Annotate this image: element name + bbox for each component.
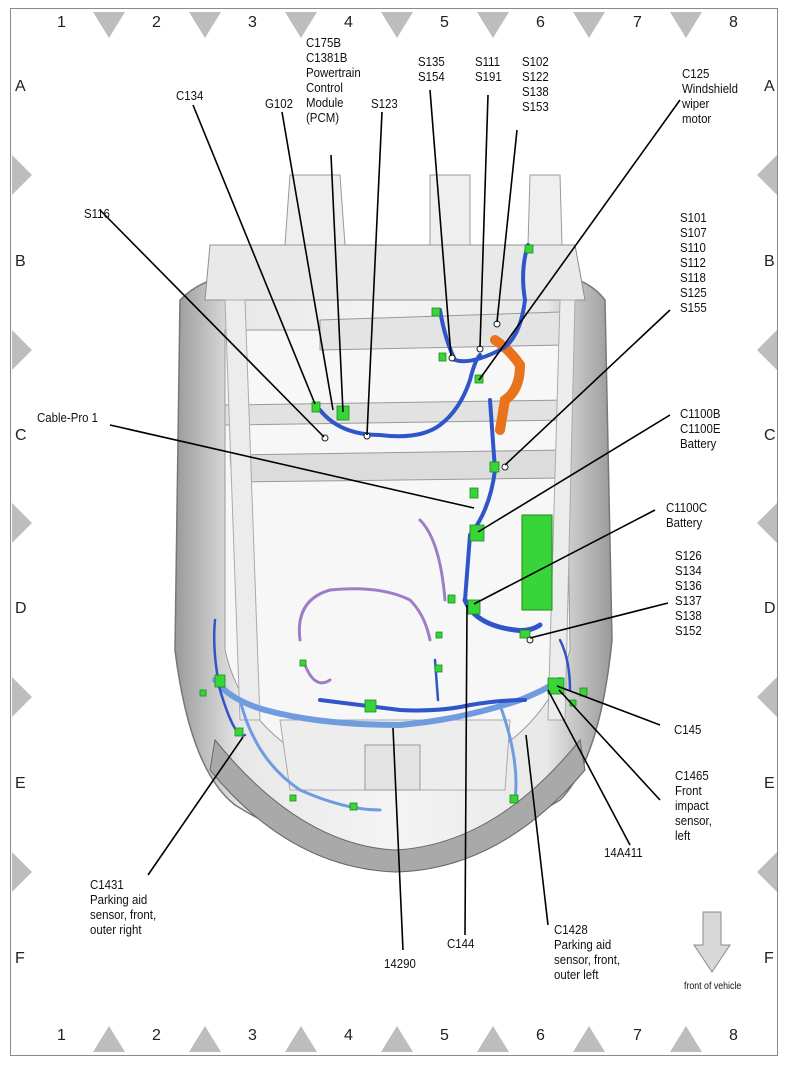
leader-lines (99, 89, 681, 951)
grid-column-8-bot: 8 (729, 1027, 738, 1044)
grid-marker-left-1 (12, 330, 32, 370)
grid-marker-left-3 (12, 677, 32, 717)
label-c145: C145 (674, 722, 702, 737)
grid-marker-top-6 (670, 12, 702, 38)
label-c1431-parking-sensor: C1431 Parking aid sensor, front, outer r… (90, 877, 157, 937)
grid-row-F-right: F (764, 950, 774, 967)
grid-row-A-left: A (15, 78, 26, 95)
label-c134: C134 (176, 88, 204, 103)
grid-column-4-bot: 4 (344, 1027, 353, 1044)
grid-column-3-top: 3 (248, 14, 257, 31)
grid-column-5-top: 5 (440, 14, 449, 31)
grid-marker-top-1 (189, 12, 221, 38)
grid-marker-left-2 (12, 503, 32, 543)
grid-column-6-bot: 6 (536, 1027, 545, 1044)
grid-marker-top-5 (573, 12, 605, 38)
label-s102-s153: S102 S122 S138 S153 (522, 54, 549, 114)
grid-column-3-bot: 3 (248, 1027, 257, 1044)
grid-row-C-right: C (764, 427, 776, 444)
label-g102: G102 (265, 96, 293, 111)
label-c144: C144 (447, 936, 475, 951)
grid-marker-right-3 (757, 677, 777, 717)
grid-row-D-right: D (764, 600, 776, 617)
grid-marker-bottom-5 (573, 1026, 605, 1052)
grid-marker-bottom-0 (93, 1026, 125, 1052)
label-c1100c-battery: C1100C Battery (666, 500, 708, 530)
label-c1100b-battery: C1100B C1100E Battery (680, 406, 721, 451)
grid-marker-right-1 (757, 330, 777, 370)
grid-marker-top-4 (477, 12, 509, 38)
grid-column-6-top: 6 (536, 14, 545, 31)
grid-column-8-top: 8 (729, 14, 738, 31)
label-14a411: 14A411 (604, 845, 643, 860)
grid-marker-right-0 (757, 155, 777, 195)
grid-marker-right-2 (757, 503, 777, 543)
grid-edge-markers (12, 12, 777, 1052)
label-s126-s152: S126 S134 S136 S137 S138 S152 (675, 548, 702, 638)
grid-column-5-bot: 5 (440, 1027, 449, 1044)
grid-marker-left-0 (12, 155, 32, 195)
label-s101-s155: S101 S107 S110 S112 S118 S125 S155 (680, 210, 707, 315)
front-arrow-icon (693, 911, 731, 973)
label-s111-s191: S111 S191 (475, 54, 502, 84)
label-s123: S123 (371, 96, 398, 111)
grid-marker-top-3 (381, 12, 413, 38)
label-c1428-parking-sensor: C1428 Parking aid sensor, front, outer l… (554, 922, 621, 982)
label-s135-s154: S135 S154 (418, 54, 445, 84)
grid-row-B-left: B (15, 253, 26, 270)
grid-marker-bottom-6 (670, 1026, 702, 1052)
label-front-of-vehicle: front of vehicle (684, 981, 742, 992)
grid-marker-left-4 (12, 852, 32, 892)
battery-module (521, 514, 553, 611)
grid-column-2-bot: 2 (152, 1027, 161, 1044)
grid-column-1-top: 1 (57, 14, 66, 31)
grid-row-F-left: F (15, 950, 25, 967)
grid-marker-top-0 (93, 12, 125, 38)
grid-row-D-left: D (15, 600, 27, 617)
grid-row-E-right: E (764, 775, 775, 792)
label-s116: S116 (84, 206, 110, 221)
label-cable-pro-1: Cable-Pro 1 (37, 410, 99, 425)
grid-row-B-right: B (764, 253, 775, 270)
grid-column-4-top: 4 (344, 14, 353, 31)
label-c175b-pcm: C175B C1381B Powertrain Control Module (… (306, 35, 361, 125)
label-14290: 14290 (384, 956, 416, 971)
grid-marker-bottom-4 (477, 1026, 509, 1052)
grid-marker-bottom-2 (285, 1026, 317, 1052)
grid-marker-bottom-3 (381, 1026, 413, 1052)
grid-row-E-left: E (15, 775, 26, 792)
grid-column-7-bot: 7 (633, 1027, 642, 1044)
grid-column-1-bot: 1 (57, 1027, 66, 1044)
label-c1465-impact-sensor: C1465 Front impact sensor, left (675, 768, 712, 843)
diagram-frame (10, 8, 778, 1056)
grid-marker-top-2 (285, 12, 317, 38)
label-c125-wiper-motor: C125 Windshield wiper motor (682, 66, 738, 126)
grid-marker-bottom-1 (189, 1026, 221, 1052)
grid-marker-right-4 (757, 852, 777, 892)
grid-row-C-left: C (15, 427, 27, 444)
grid-column-2-top: 2 (152, 14, 161, 31)
grid-row-A-right: A (764, 78, 775, 95)
grid-column-7-top: 7 (633, 14, 642, 31)
